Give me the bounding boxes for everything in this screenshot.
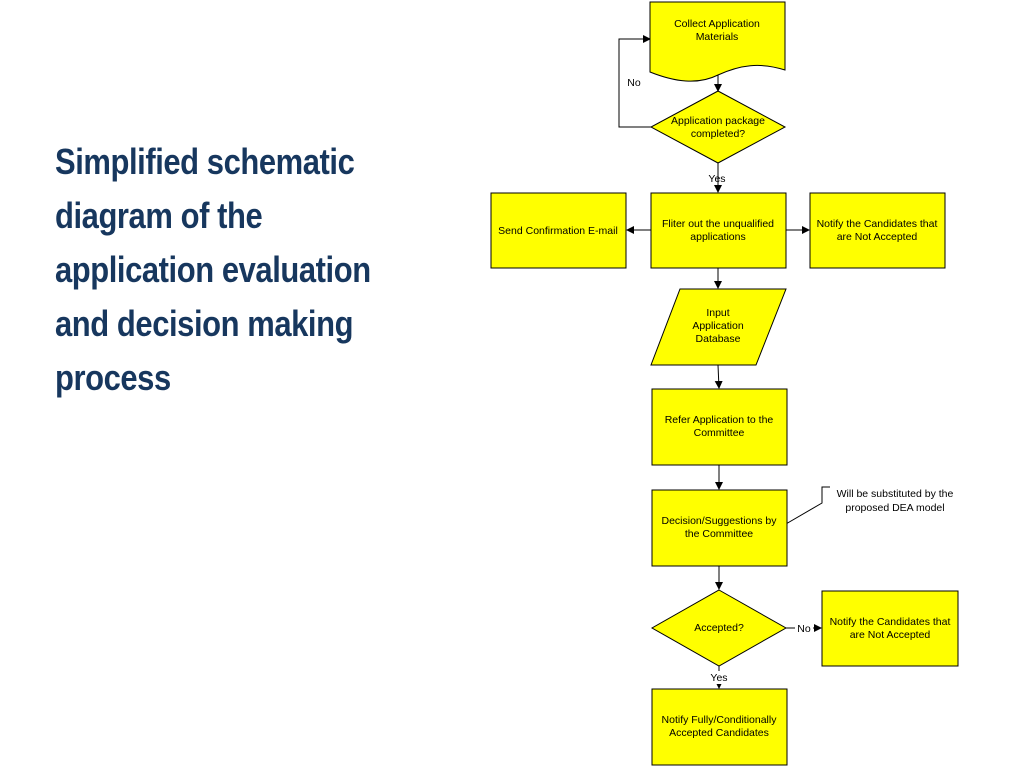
collect-line-2: Materials	[696, 31, 739, 43]
slide-title: Simplified schematic diagram of the appl…	[55, 141, 371, 398]
edge-check-no-loop	[618, 35, 651, 128]
svg-text:Send Confirmation E-mail: Send Confirmation E-mail	[498, 225, 618, 237]
collect-line-1: Collect Application	[674, 18, 760, 30]
node-send-email: Send Confirmation E-mail	[490, 192, 627, 269]
node-accepted-check: Accepted?	[650, 589, 788, 667]
edge-input-to-refer	[714, 364, 723, 389]
edge-label-yes-2: Yes	[710, 672, 727, 684]
edge-label-no-1: No	[627, 77, 641, 89]
note-callout-line	[778, 486, 830, 529]
edge-label-no-2: No	[797, 623, 811, 635]
edge-label-yes-1: Yes	[708, 173, 725, 185]
svg-text:Accepted?: Accepted?	[694, 622, 744, 634]
